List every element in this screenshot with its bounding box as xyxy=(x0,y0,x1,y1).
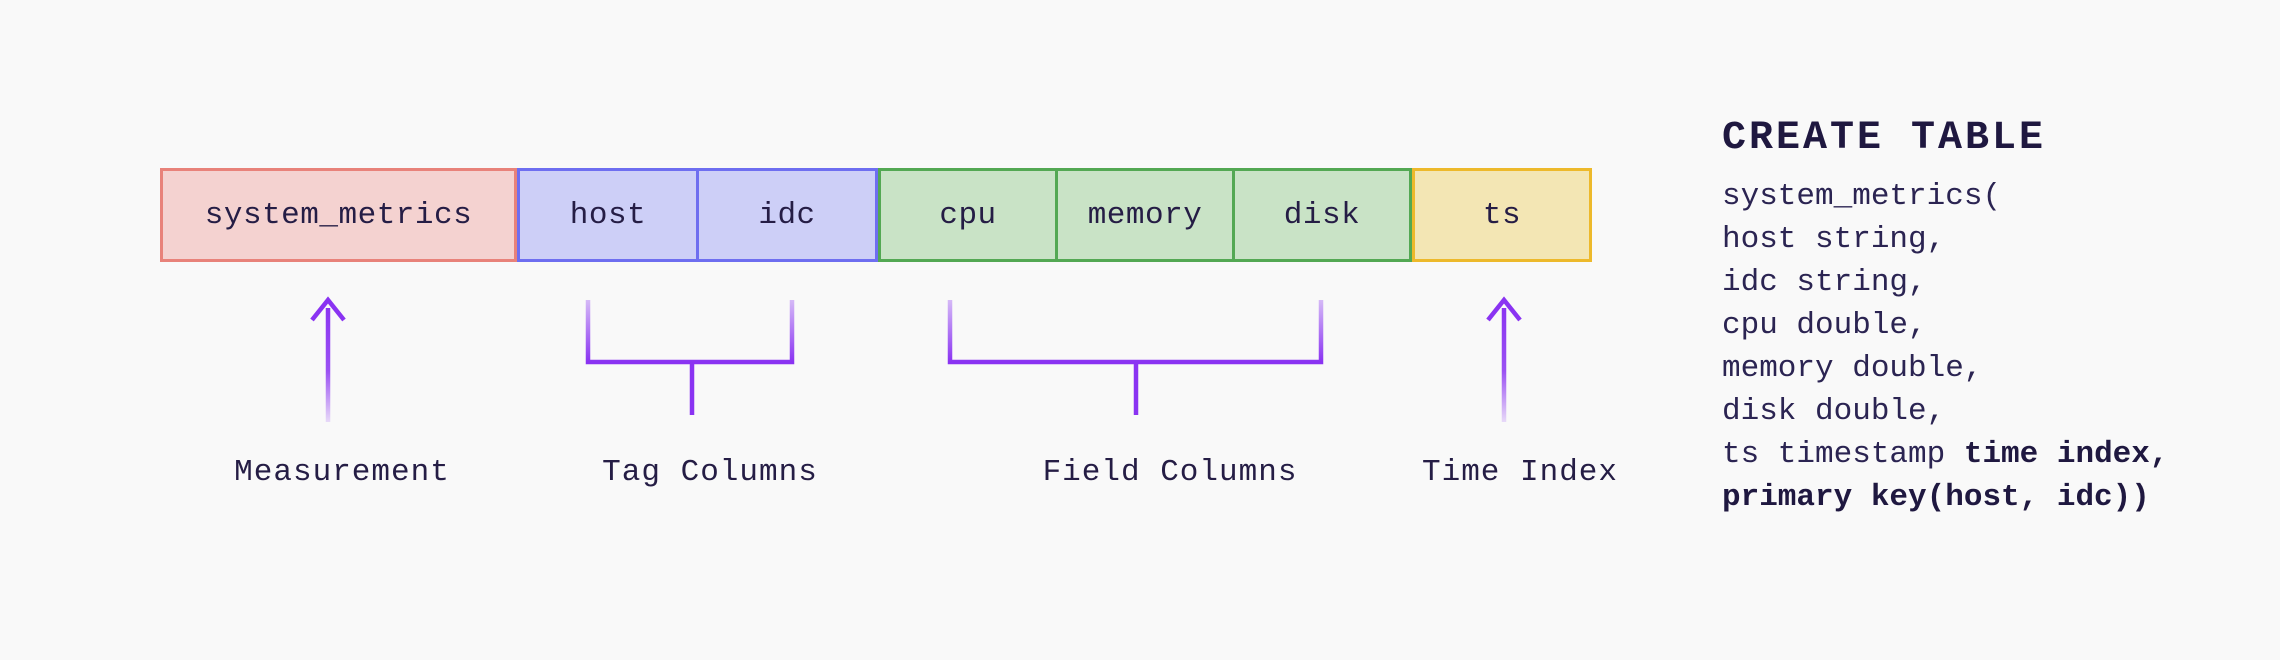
field-column-memory: memory xyxy=(1058,171,1232,259)
field-columns-divider xyxy=(1232,171,1235,259)
field-columns-bracket xyxy=(947,300,1324,415)
sql-line: memory double, xyxy=(1722,351,1983,386)
field-columns-divider xyxy=(1055,171,1058,259)
measurement-box: system_metrics xyxy=(160,168,517,262)
field-column-cpu: cpu xyxy=(881,171,1055,259)
measurement-box-label: system_metrics xyxy=(204,197,473,233)
sql-line: cpu double, xyxy=(1722,308,1927,343)
sql-line: ts timestamp time index, xyxy=(1722,437,2169,472)
field-column-disk-label: disk xyxy=(1283,197,1361,233)
tag-column-host: host xyxy=(520,171,696,259)
tag-columns-divider xyxy=(696,171,699,259)
time-index-group: ts xyxy=(1412,168,1592,262)
time-index-label: Time Index xyxy=(1421,455,1619,490)
table-structure-row: system_metrics host idc cpu memory disk xyxy=(160,168,1592,262)
tag-columns-group: host idc xyxy=(517,168,878,262)
field-column-disk: disk xyxy=(1235,171,1409,259)
tag-column-idc-label: idc xyxy=(758,197,816,233)
field-column-memory-label: memory xyxy=(1087,197,1203,233)
tag-column-idc: idc xyxy=(699,171,875,259)
sql-line: primary key(host, idc)) xyxy=(1722,480,2150,515)
sql-line: disk double, xyxy=(1722,394,1946,429)
tag-columns-label: Tag Columns xyxy=(602,455,818,490)
tag-column-host-label: host xyxy=(569,197,647,233)
time-index-arrow xyxy=(1486,296,1522,422)
sql-line: idc string, xyxy=(1722,265,1927,300)
measurement-label: Measurement xyxy=(234,455,450,490)
field-columns-label: Field Columns xyxy=(1042,455,1298,490)
sql-code: system_metrics(host string, idc string, cp… xyxy=(1722,175,2168,519)
sql-heading: CREATE TABLE xyxy=(1722,116,2047,161)
tag-columns-bracket xyxy=(585,300,795,415)
sql-line: host string, xyxy=(1722,222,1946,257)
field-columns-group: cpu memory disk xyxy=(878,168,1412,262)
field-column-cpu-label: cpu xyxy=(939,197,997,233)
measurement-arrow xyxy=(310,296,346,422)
sql-panel: CREATE TABLE system_metrics(host string,… xyxy=(1722,116,2168,519)
time-index-cell: ts xyxy=(1415,171,1589,259)
time-index-cell-label: ts xyxy=(1482,197,1522,233)
sql-line: system_metrics( xyxy=(1722,179,2002,214)
